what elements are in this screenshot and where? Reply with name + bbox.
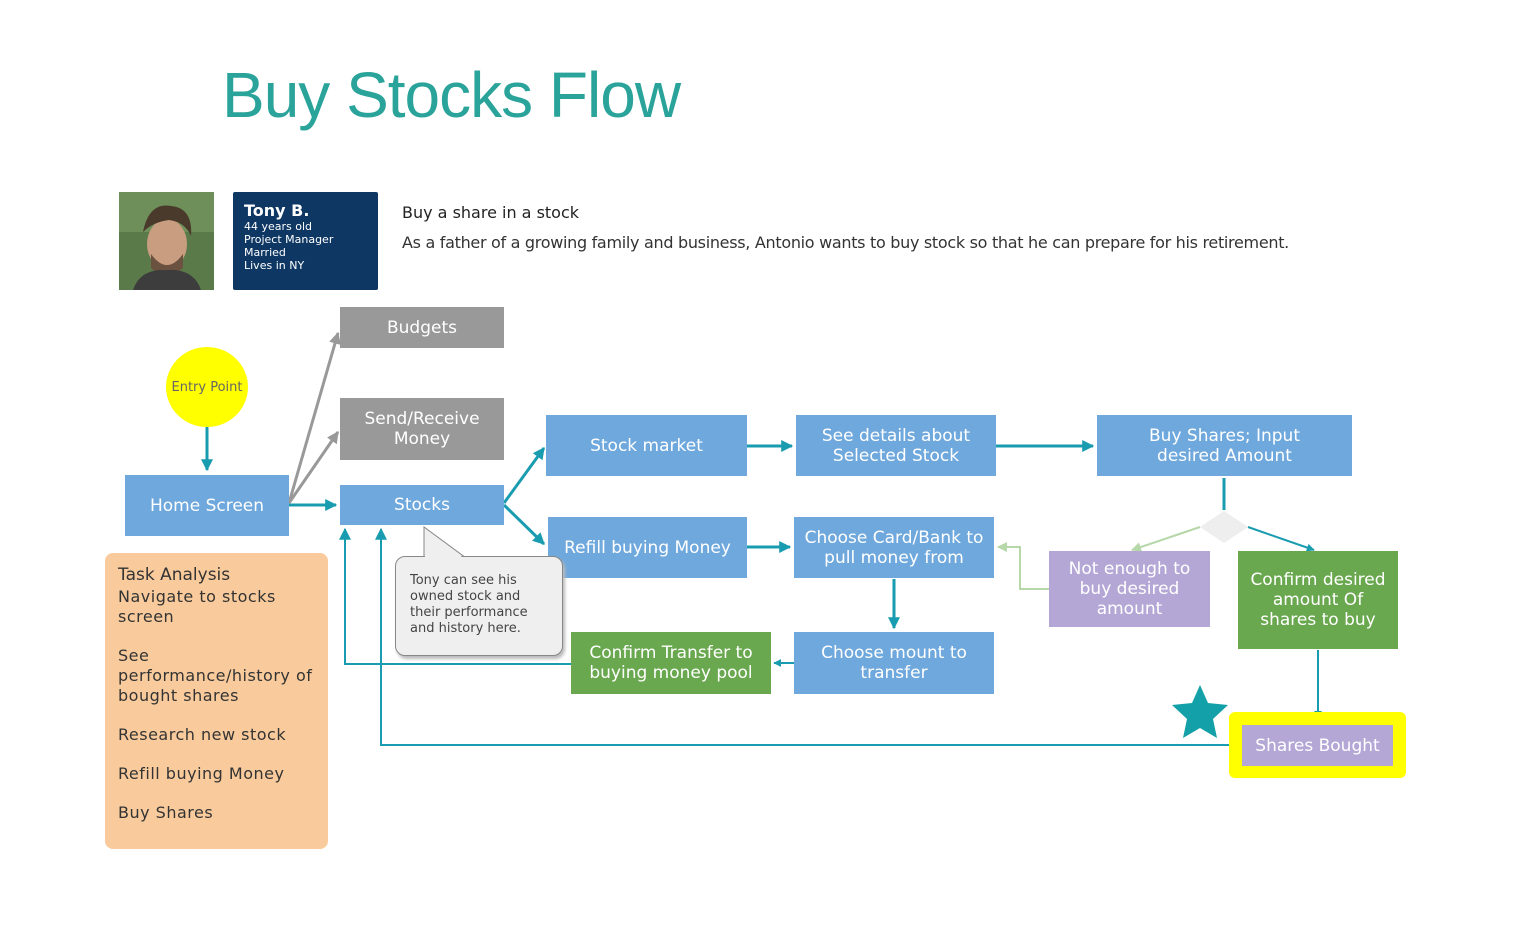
story-text: As a father of a growing family and busi… bbox=[402, 233, 1289, 252]
node-confirm-transfer: Confirm Transfer to buying money pool bbox=[571, 632, 771, 694]
connector-decision-not-enough bbox=[1131, 526, 1201, 552]
node-not-enough: Not enough to buy desired amount bbox=[1049, 551, 1210, 627]
connector-shares-stocks bbox=[375, 527, 1229, 746]
connector-home-budgets bbox=[287, 331, 341, 504]
connector-not-enough-card bbox=[997, 542, 1049, 590]
persona-name: Tony B. bbox=[244, 201, 310, 220]
task-item: Research new stock bbox=[118, 725, 287, 744]
node-shares-bought: Shares Bought bbox=[1242, 725, 1393, 766]
entry-point: Entry Point bbox=[166, 347, 248, 427]
connector-decision-confirm bbox=[1247, 526, 1315, 552]
connector-transfer-stocks bbox=[339, 527, 571, 665]
persona-job: Project Manager bbox=[244, 233, 334, 246]
task-item: Navigate to stocks screen bbox=[118, 587, 276, 626]
page-title: Buy Stocks Flow bbox=[222, 59, 681, 131]
connector-stocks-stock-market bbox=[502, 447, 546, 504]
avatar bbox=[119, 192, 214, 290]
task-item: Refill buying Money bbox=[118, 764, 285, 783]
node-stocks: Stocks bbox=[340, 485, 504, 525]
task-item: See performance/history of bought shares bbox=[118, 646, 313, 705]
node-choose-mount: Choose mount to transfer bbox=[794, 632, 994, 694]
story-title: Buy a share in a stock bbox=[402, 203, 580, 222]
persona-location: Lives in NY bbox=[244, 259, 305, 272]
node-confirm-desired-amount: Confirm desired amount Of shares to buy bbox=[1238, 551, 1398, 649]
node-buy-shares: Buy Shares; Input desired Amount bbox=[1097, 415, 1352, 476]
task-analysis-heading: Task Analysis bbox=[118, 565, 231, 585]
persona-age: 44 years old bbox=[244, 220, 313, 233]
node-send-receive-money: Send/Receive Money bbox=[340, 398, 504, 460]
node-home-screen: Home Screen bbox=[125, 475, 289, 536]
connector-home-send-receive bbox=[287, 431, 340, 504]
task-analysis-panel: Task Analysis Navigate to stocks screen … bbox=[105, 553, 328, 849]
note-callout: Tony can see his owned stock and their p… bbox=[395, 556, 563, 656]
persona-status: Married bbox=[244, 246, 286, 259]
node-see-details: See details about Selected Stock bbox=[796, 415, 996, 476]
persona-card: Tony B. 44 years old Project Manager Mar… bbox=[233, 192, 378, 290]
node-refill-buying-money: Refill buying Money bbox=[548, 517, 747, 578]
star-icon bbox=[1172, 685, 1228, 738]
node-stock-market: Stock market bbox=[546, 415, 747, 476]
decision-diamond bbox=[1200, 511, 1248, 543]
avatar-photo bbox=[119, 192, 214, 290]
node-choose-card-bank: Choose Card/Bank to pull money from bbox=[794, 517, 994, 578]
task-item: Buy Shares bbox=[118, 803, 214, 822]
node-budgets: Budgets bbox=[340, 307, 504, 348]
connector-stocks-refill bbox=[502, 503, 546, 546]
